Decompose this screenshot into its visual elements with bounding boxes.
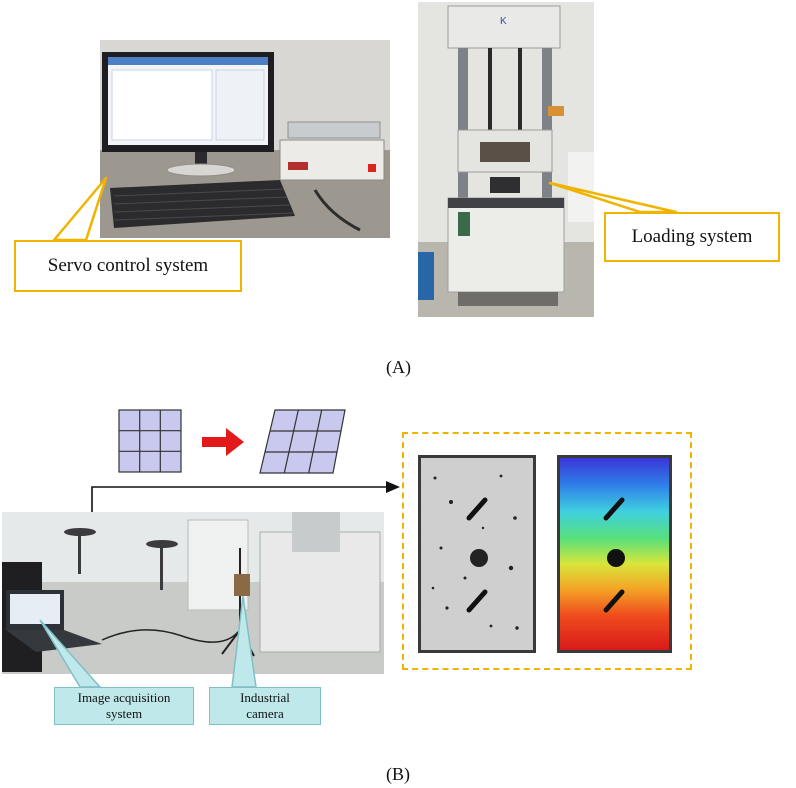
speckle-specimen (418, 455, 536, 653)
red-arrow-icon (202, 428, 244, 456)
industrial-camera-callout: Industrial camera (209, 687, 321, 725)
servo-control-label: Servo control system (47, 255, 209, 276)
loading-system-callout: Loading system (604, 212, 780, 262)
servo-control-callout: Servo control system (14, 240, 242, 292)
servo-control-photo (100, 40, 390, 238)
industrial-camera-line1: Industrial (240, 690, 290, 705)
panel-label-b: (B) (386, 764, 410, 784)
machine-logo: K (500, 16, 507, 27)
undeformed-grid (118, 409, 182, 473)
image-acquisition-line1: Image acquisition (77, 690, 171, 705)
strain-contour-specimen (557, 455, 672, 653)
image-acquisition-line2: system (105, 706, 143, 721)
image-acquisition-callout: Image acquisition system (54, 687, 194, 725)
deformed-grid (259, 409, 346, 474)
loading-machine-photo: K (418, 2, 594, 317)
industrial-camera-line2: camera (246, 706, 284, 721)
dic-result-box (402, 432, 692, 670)
panel-label-a: (A) (386, 357, 411, 377)
loading-system-label: Loading system (631, 226, 753, 247)
lab-setup-photo (2, 512, 384, 674)
connector-arrowhead-icon (386, 481, 400, 493)
